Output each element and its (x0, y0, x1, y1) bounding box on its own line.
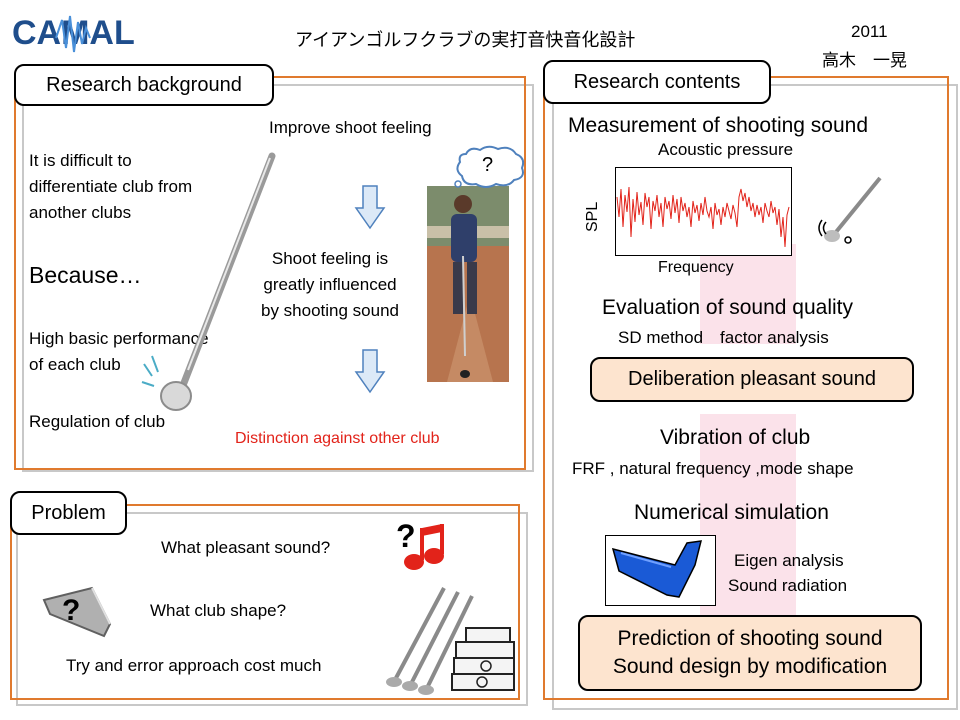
down-arrow-1 (354, 184, 386, 230)
sound-design-line: Sound design by modification (612, 655, 888, 678)
feeling-line-3: by shooting sound (261, 301, 399, 320)
question-bubble: ? (452, 144, 528, 190)
background-tag: Research background (14, 64, 274, 106)
deliberation-label: Deliberation pleasant sound (628, 368, 876, 390)
pleasant-question: What pleasant sound? (161, 538, 331, 557)
down-arrow-2 (354, 348, 386, 394)
feeling-line-1: Shoot feeling is (271, 249, 389, 268)
contents-tag: Research contents (543, 60, 771, 104)
prediction-line: Prediction of shooting sound (617, 627, 883, 650)
cost-text: Try and error approach cost much (66, 656, 322, 675)
golfer-photo (427, 186, 509, 382)
acoustic-label: Acoustic pressure (658, 140, 794, 159)
bubble-question-mark: ? (482, 154, 494, 176)
numerical-heading: Numerical simulation (634, 501, 829, 524)
fem-club-model-image (605, 535, 717, 607)
camal-logo: CAMAL (10, 8, 135, 56)
deliberation-box: Deliberation pleasant sound (590, 357, 914, 402)
golf-club-illustration (140, 150, 280, 415)
shape-question: What club shape? (150, 601, 287, 620)
high-perf-text: High basic performance of each club (29, 326, 209, 378)
year-label: 2011 (851, 22, 888, 41)
regulation-text: Regulation of club (29, 412, 166, 431)
difficult-text: It is difficult to differentiate club fr… (29, 148, 192, 226)
club-sound-icon (812, 174, 888, 250)
iron-question-mark: ? (62, 594, 81, 627)
iron-head-icon: ? (40, 584, 120, 640)
page-title: アイアンゴルフクラブの実打音快音化設計 (295, 30, 636, 50)
difficult-line-3: another clubs (29, 203, 132, 222)
author-name: 高木 一晃 (822, 51, 907, 70)
clubs-and-money-illustration (382, 582, 522, 698)
distinction-text: Distinction against other club (235, 430, 440, 447)
feeling-line-2: greatly influenced (263, 275, 397, 294)
radiation-label: Sound radiation (728, 576, 848, 595)
high-perf-line-1: High basic performance (29, 329, 209, 348)
flow-band-1 (700, 244, 796, 344)
problem-tag: Problem (10, 491, 127, 535)
difficult-line-2: differentiate club from (29, 177, 193, 196)
spl-spectrum-chart (615, 167, 793, 257)
spl-axis-label: SPL (584, 201, 601, 232)
frf-label: FRF , natural frequency ,mode shape (572, 459, 854, 478)
note-question-mark: ? (396, 518, 416, 554)
eigen-label: Eigen analysis (734, 551, 844, 570)
evaluation-heading: Evaluation of sound quality (602, 296, 854, 319)
music-note-icon: ? (396, 518, 452, 574)
vibration-heading: Vibration of club (660, 426, 811, 449)
difficult-line-1: It is difficult to (29, 151, 132, 170)
improve-text: Improve shoot feeling (269, 118, 432, 137)
high-perf-line-2: of each club (29, 355, 121, 374)
frequency-axis-label: Frequency (658, 259, 734, 276)
feeling-text: Shoot feeling is greatly influenced by s… (240, 246, 420, 324)
measurement-heading: Measurement of shooting sound (568, 114, 869, 137)
because-text: Because… (29, 262, 142, 288)
sd-method-label: SD method factor analysis (618, 328, 829, 347)
prediction-box: Prediction of shooting sound Sound desig… (578, 615, 922, 691)
problem-panel (10, 504, 520, 700)
